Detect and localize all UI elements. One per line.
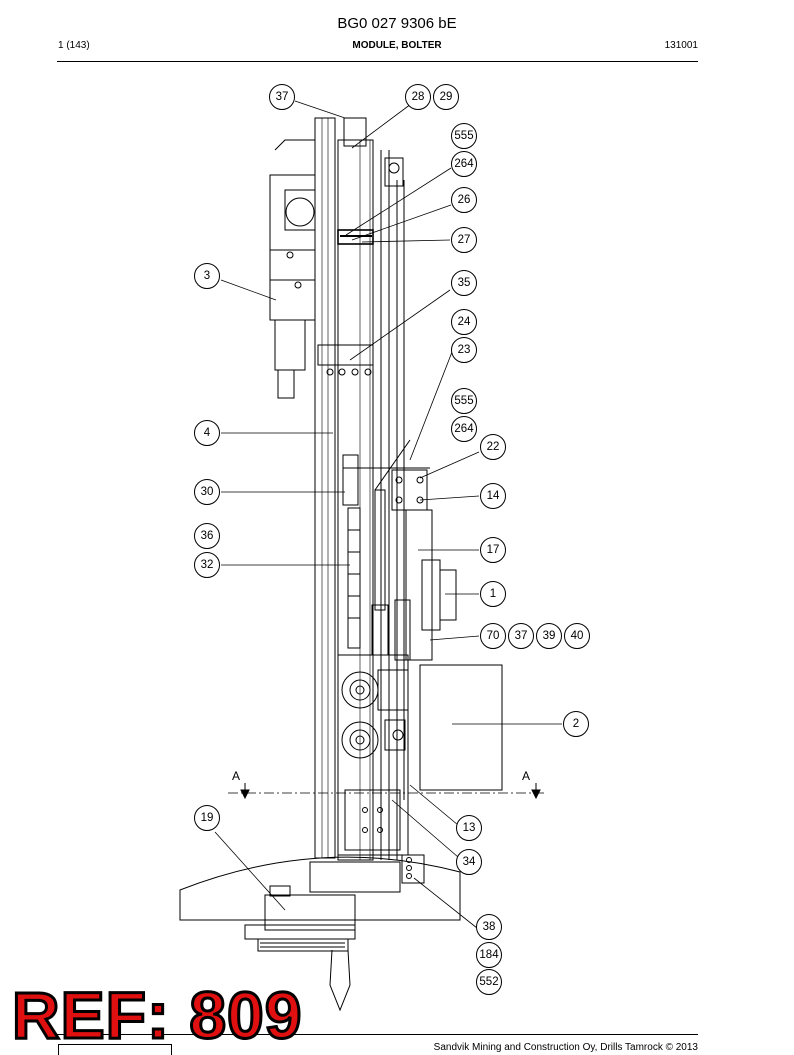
callout-37: 37 [269, 84, 295, 110]
sandvik-logo [58, 1044, 172, 1055]
callout-3: 3 [194, 263, 220, 289]
callout-28: 28 [405, 84, 431, 110]
callout-2: 2 [563, 711, 589, 737]
callout-32: 32 [194, 552, 220, 578]
header-rule [57, 61, 698, 62]
callout-35: 35 [451, 270, 477, 296]
callout-24: 24 [451, 309, 477, 335]
callout-39: 39 [536, 623, 562, 649]
callout-34: 34 [456, 849, 482, 875]
callout-38: 38 [476, 914, 502, 940]
page-counter: 1 (143) [58, 40, 90, 51]
footer-copyright: Sandvik Mining and Construction Oy, Dril… [433, 1042, 698, 1053]
callout-555: 555 [451, 388, 477, 414]
callout-264: 264 [451, 151, 477, 177]
callout-70: 70 [480, 623, 506, 649]
callout-26: 26 [451, 187, 477, 213]
callout-22: 22 [480, 434, 506, 460]
callout-1: 1 [480, 581, 506, 607]
section-mark-right: A [522, 769, 531, 783]
callout-552: 552 [476, 969, 502, 995]
callout-23: 23 [451, 337, 477, 363]
callout-264: 264 [451, 416, 477, 442]
section-mark-left: A [232, 769, 241, 783]
module-code: 131001 [664, 40, 698, 51]
callout-184: 184 [476, 942, 502, 968]
footer-rule [57, 1034, 698, 1035]
callout-4: 4 [194, 420, 220, 446]
callout-30: 30 [194, 479, 220, 505]
callout-40: 40 [564, 623, 590, 649]
callout-29: 29 [433, 84, 459, 110]
callout-14: 14 [480, 483, 506, 509]
document-number: BG0 027 9306 bE [337, 15, 457, 32]
callout-555: 555 [451, 123, 477, 149]
callout-17: 17 [480, 537, 506, 563]
ref-stamp: REF: 809 [10, 978, 303, 1052]
callout-13: 13 [456, 815, 482, 841]
callout-36: 36 [194, 523, 220, 549]
module-title: MODULE, BOLTER [352, 40, 442, 51]
callout-19: 19 [194, 805, 220, 831]
callout-27: 27 [451, 227, 477, 253]
callout-37: 37 [508, 623, 534, 649]
